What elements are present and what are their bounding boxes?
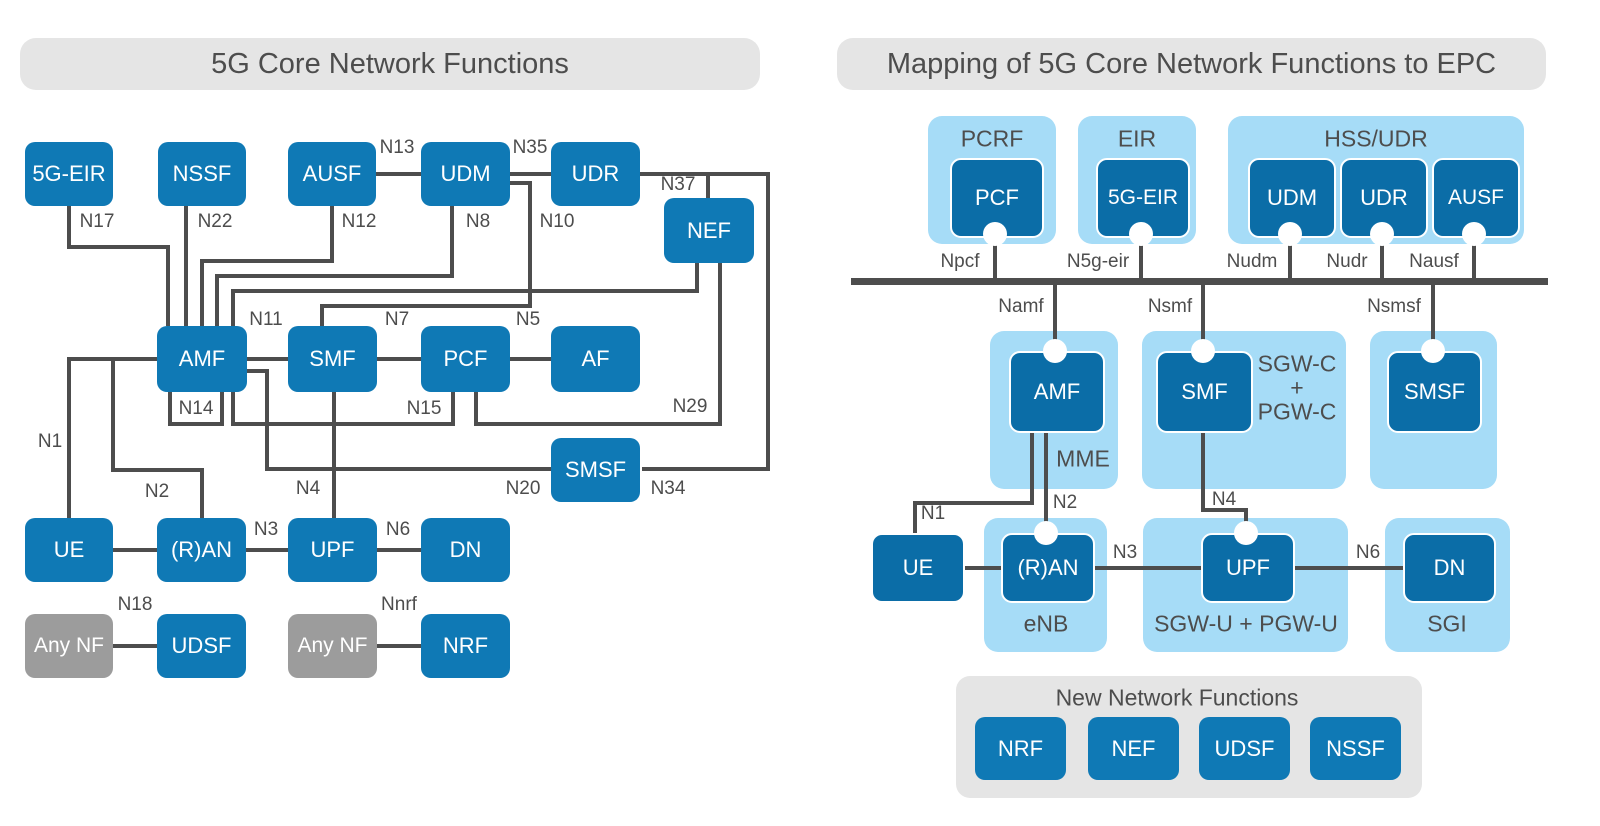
label-right-n1: N1 <box>920 503 946 524</box>
node-right-ue: UE <box>871 533 965 603</box>
edge-n29 <box>474 263 722 426</box>
label-n37: N37 <box>660 174 696 195</box>
label-n3: N3 <box>253 519 279 540</box>
label-right-n2: N2 <box>1052 492 1078 513</box>
node-udsf: UDSF <box>157 614 246 678</box>
label-nudr: Nudr <box>1326 251 1368 272</box>
label-nsmf: Nsmf <box>1147 296 1193 317</box>
label-nsmsf: Nsmsf <box>1367 296 1421 317</box>
edge-n17 <box>67 206 170 326</box>
node-ue: UE <box>25 518 113 582</box>
node-right-pcf: PCF <box>950 158 1044 238</box>
node-right-upf: UPF <box>1201 533 1295 603</box>
node-af: AF <box>551 326 640 392</box>
group-label-enb: eNB <box>1023 610 1069 637</box>
node-nssf: NSSF <box>158 142 246 206</box>
label-n11: N11 <box>249 309 283 330</box>
node-pcf: PCF <box>421 326 510 392</box>
label-n18: N18 <box>117 594 153 615</box>
edge-n8 <box>215 206 454 326</box>
group-label-sgi: SGI <box>1427 610 1467 637</box>
node-right-ran: (R)AN <box>1001 533 1095 603</box>
node-amf: AMF <box>157 326 247 392</box>
group-label-sgwc-line1: SGW-C <box>1257 350 1337 377</box>
label-n5g-eir: N5g-eir <box>1066 251 1130 272</box>
label-namf: Namf <box>998 296 1044 317</box>
label-n20: N20 <box>505 478 541 499</box>
node-right-smsf: SMSF <box>1387 351 1482 433</box>
node-any-nf-2: Any NF <box>288 614 377 678</box>
label-right-n6: N6 <box>1355 542 1381 563</box>
node-right-smf: SMF <box>1156 351 1253 433</box>
group-label-sgwu-pgwu: SGW-U + PGW-U <box>1154 610 1338 637</box>
edge-n10 <box>320 181 532 326</box>
node-new-nssf: NSSF <box>1310 717 1401 780</box>
label-npcf: Npcf <box>940 251 980 272</box>
label-n1: N1 <box>37 431 63 452</box>
edge-n20 <box>247 369 551 471</box>
label-n29: N29 <box>672 396 708 417</box>
node-smf: SMF <box>288 326 377 392</box>
group-label-sgwc-line2: + <box>1290 374 1304 401</box>
label-nausf: Nausf <box>1409 251 1459 272</box>
label-n4: N4 <box>295 478 321 499</box>
label-n34: N34 <box>650 478 686 499</box>
left-diagram-title: 5G Core Network Functions <box>20 38 760 90</box>
node-right-dn: DN <box>1403 533 1496 603</box>
label-right-n3: N3 <box>1112 542 1138 563</box>
group-label-hss-udr: HSS/UDR <box>1324 125 1428 152</box>
label-n7: N7 <box>384 309 410 330</box>
label-n10: N10 <box>539 211 575 232</box>
node-right-5g-eir: 5G-EIR <box>1096 158 1190 238</box>
edge-n34-trunk <box>640 172 770 471</box>
label-n2: N2 <box>144 481 170 502</box>
node-dn: DN <box>421 518 510 582</box>
label-n15: N15 <box>406 398 442 419</box>
group-label-mme: MME <box>1056 445 1110 472</box>
new-nf-title: New Network Functions <box>1055 684 1299 711</box>
node-smsf: SMSF <box>551 438 640 502</box>
label-nnrf: Nnrf <box>381 594 417 615</box>
label-n35: N35 <box>512 137 548 158</box>
label-n8: N8 <box>465 211 491 232</box>
label-n12: N12 <box>341 211 377 232</box>
label-n6: N6 <box>385 519 411 540</box>
node-upf: UPF <box>288 518 377 582</box>
label-right-n4: N4 <box>1211 489 1237 510</box>
label-n14: N14 <box>178 398 214 419</box>
node-nef: NEF <box>664 198 754 263</box>
edge-n2 <box>111 359 204 518</box>
node-right-udm: UDM <box>1248 158 1336 238</box>
node-new-nrf: NRF <box>975 717 1066 780</box>
node-right-ausf: AUSF <box>1432 158 1520 238</box>
node-nrf: NRF <box>421 614 510 678</box>
node-ausf: AUSF <box>288 142 376 206</box>
node-udm: UDM <box>421 142 510 206</box>
node-new-nef: NEF <box>1088 717 1179 780</box>
node-any-nf-1: Any NF <box>25 614 113 678</box>
label-n5: N5 <box>515 309 541 330</box>
node-5g-eir: 5G-EIR <box>25 142 113 206</box>
group-label-eir: EIR <box>1117 125 1157 152</box>
edge-n1 <box>67 357 157 518</box>
edge-right-n1 <box>913 429 1034 533</box>
edge-n15 <box>231 392 455 426</box>
node-new-udsf: UDSF <box>1199 717 1290 780</box>
edge-right-n4 <box>1201 429 1248 533</box>
label-n22: N22 <box>197 211 233 232</box>
group-label-pcrf: PCRF <box>960 125 1024 152</box>
edge-nef-amf <box>231 263 699 326</box>
edge-n14-loop <box>168 392 224 426</box>
node-right-amf: AMF <box>1009 351 1105 433</box>
label-nudm: Nudm <box>1226 251 1278 272</box>
node-right-udr: UDR <box>1340 158 1428 238</box>
label-n13: N13 <box>379 137 415 158</box>
node-udr: UDR <box>551 142 640 206</box>
edge-n12 <box>200 206 334 326</box>
right-diagram-title: Mapping of 5G Core Network Functions to … <box>837 38 1546 90</box>
label-n17: N17 <box>79 211 115 232</box>
node-ran: (R)AN <box>157 518 246 582</box>
group-label-sgwc-line3: PGW-C <box>1257 398 1337 425</box>
